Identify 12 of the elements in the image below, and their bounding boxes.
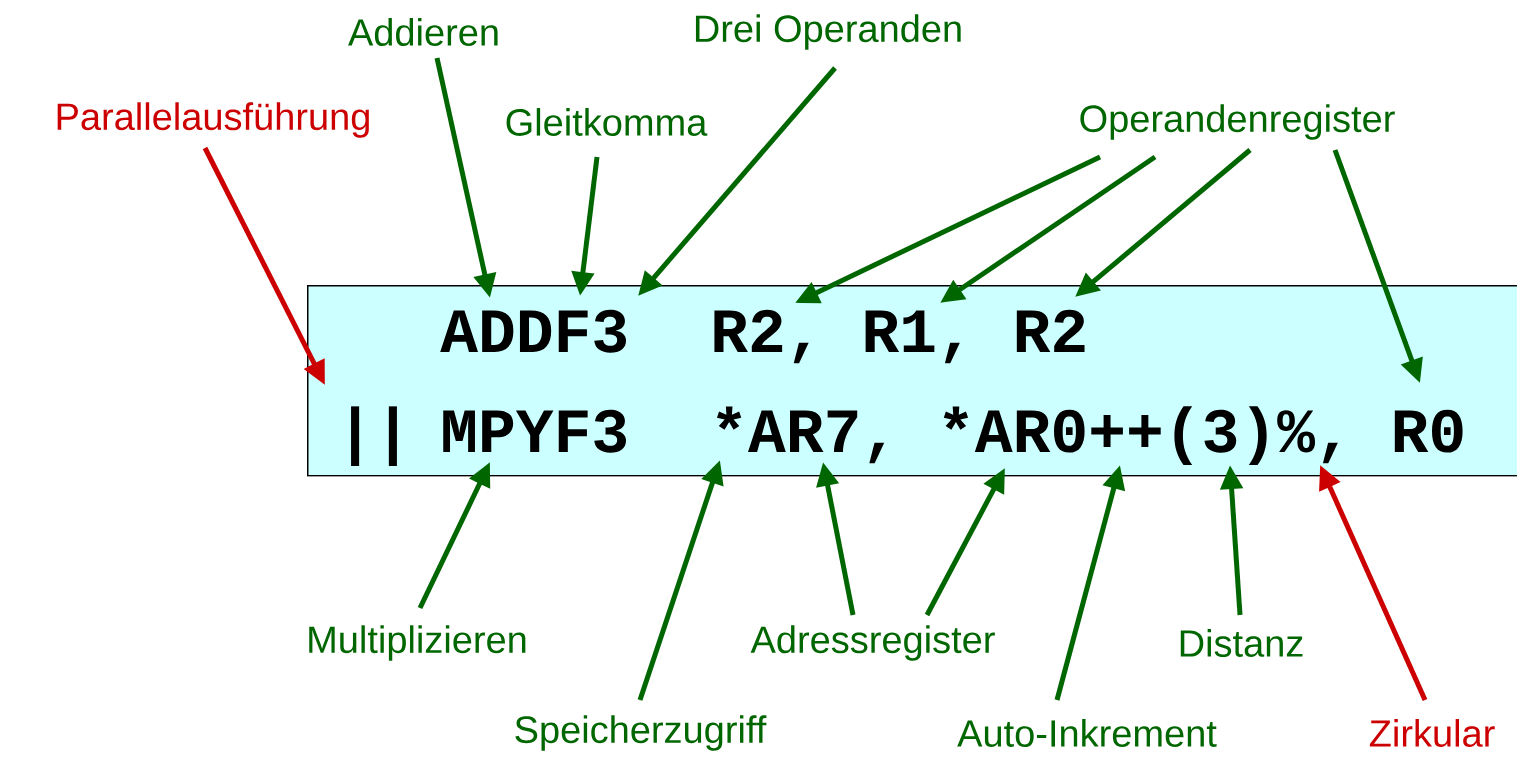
label-text: Multiplizieren	[309, 625, 526, 661]
label-text: Zirkular	[1369, 719, 1495, 747]
label-text: Adressregister	[750, 625, 995, 661]
label-text: Operandenregister	[1080, 104, 1395, 140]
label-text: Gleitkomma	[506, 108, 708, 136]
label-text: Parallelausführung	[57, 102, 369, 138]
code-box: ADDF3 R2, R1, R2 || MPYF3 *AR7, *AR0++(3)%, R0	[307, 285, 1517, 477]
label-text: Speicherzugriff	[515, 715, 767, 751]
label-text: Auto-Inkrement	[957, 719, 1217, 747]
label-text: Drei Operanden	[695, 14, 961, 50]
label-text: Addieren	[348, 18, 498, 46]
label-text: Distanz	[1180, 629, 1303, 657]
